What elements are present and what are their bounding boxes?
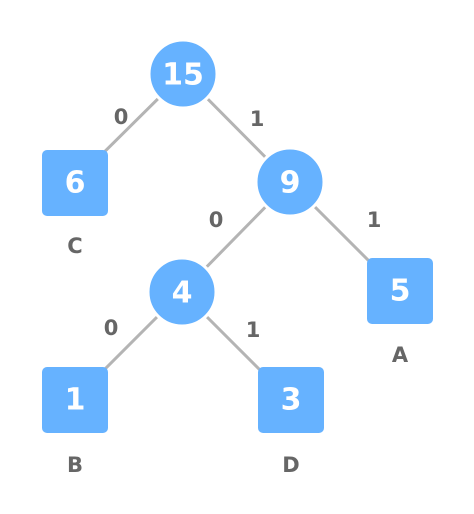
leaf-1-value: 1 [65, 383, 86, 418]
leaf-3-label: D [282, 453, 299, 477]
edge-label-root-n9: 1 [250, 107, 265, 131]
edge-label-n4-leaf1: 0 [104, 316, 119, 340]
edge-label-n9-leaf5: 1 [367, 208, 382, 232]
leaf-5: 5 [367, 258, 433, 324]
leaf-6: 6 [42, 150, 108, 216]
leaf-6-value: 6 [65, 166, 86, 201]
leaf-1-label: B [67, 453, 83, 477]
leaf-1: 1 [42, 367, 108, 433]
edge-label-root-leaf6: 0 [114, 105, 129, 129]
leaf-6-label: C [67, 234, 82, 258]
node-4: 4 [146, 256, 218, 328]
node-9-value: 9 [280, 166, 301, 201]
leaf-3-value: 3 [281, 383, 302, 418]
node-9: 9 [254, 146, 326, 218]
leaf-5-label: A [392, 343, 409, 367]
leaf-3: 3 [258, 367, 324, 433]
node-4-value: 4 [172, 276, 193, 311]
node-root: 15 [147, 38, 219, 110]
leaf-5-value: 5 [390, 274, 411, 309]
edge-label-n9-n4: 0 [209, 208, 224, 232]
node-root-value: 15 [162, 58, 204, 93]
edge-label-n4-leaf3: 1 [246, 318, 261, 342]
